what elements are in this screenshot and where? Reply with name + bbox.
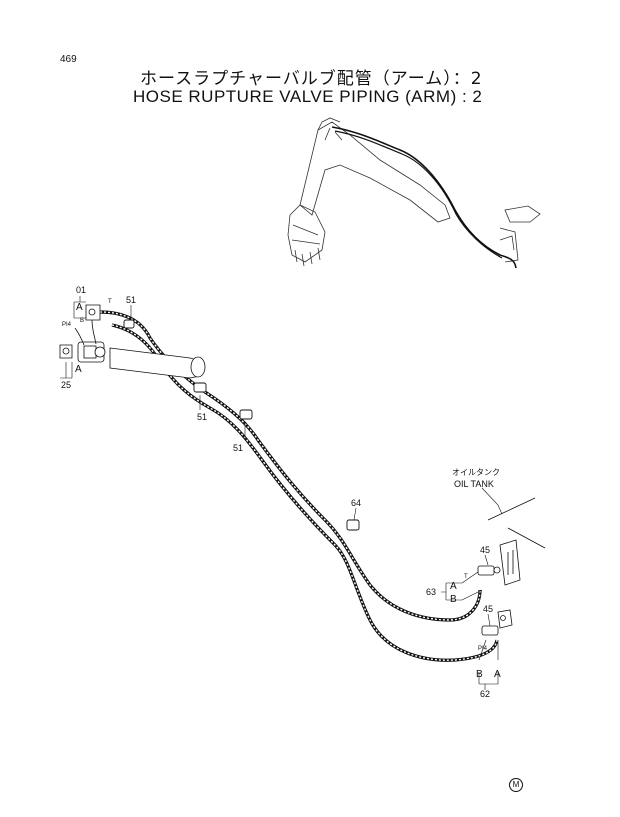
port-a-62: A xyxy=(494,669,501,680)
callout-62: 62 xyxy=(480,689,490,699)
oil-tank-fittings xyxy=(477,497,546,636)
port-a-left: A xyxy=(75,364,82,375)
port-a-top: A xyxy=(76,302,83,313)
oil-tank-label-english: OIL TANK xyxy=(454,479,494,489)
page-number: 469 xyxy=(60,54,77,65)
page-title-english: HOSE RUPTURE VALVE PIPING (ARM) : 2 xyxy=(133,87,483,106)
hose-clamps xyxy=(123,319,360,531)
callout-45-upper: 45 xyxy=(480,545,490,555)
callout-64: 64 xyxy=(351,498,361,508)
callout-51-b: 51 xyxy=(197,412,207,422)
hose-rupture-valve-assembly xyxy=(59,304,206,379)
port-b-63: B xyxy=(450,594,457,605)
callout-63: 63 xyxy=(426,587,436,597)
excavator-arm-inset xyxy=(287,117,541,269)
leader-lines xyxy=(60,296,503,690)
callout-25: 25 xyxy=(61,380,71,390)
port-pi4-left: PI4 xyxy=(62,322,72,328)
port-pi4-62: PI4 xyxy=(478,646,488,652)
port-t-left: T xyxy=(108,299,112,305)
port-b-62: B xyxy=(476,669,483,680)
port-a-63: A xyxy=(450,581,457,592)
callout-01: 01 xyxy=(76,285,86,295)
callout-45-lower: 45 xyxy=(483,604,493,614)
oil-tank-label-japanese: オイルタンク xyxy=(452,468,500,477)
callout-51-a: 51 xyxy=(126,295,136,305)
part-callouts: 01 A B T PI4 A 25 51 51 51 64 45 45 63 A… xyxy=(61,285,501,699)
port-b-top: B xyxy=(80,318,84,324)
page-title-japanese: ホースラプチャーバルブ配管（アーム）：2 xyxy=(140,69,483,89)
port-t-63: T xyxy=(464,574,468,580)
model-mark-icon: M xyxy=(509,778,523,792)
callout-51-c: 51 xyxy=(233,443,243,453)
